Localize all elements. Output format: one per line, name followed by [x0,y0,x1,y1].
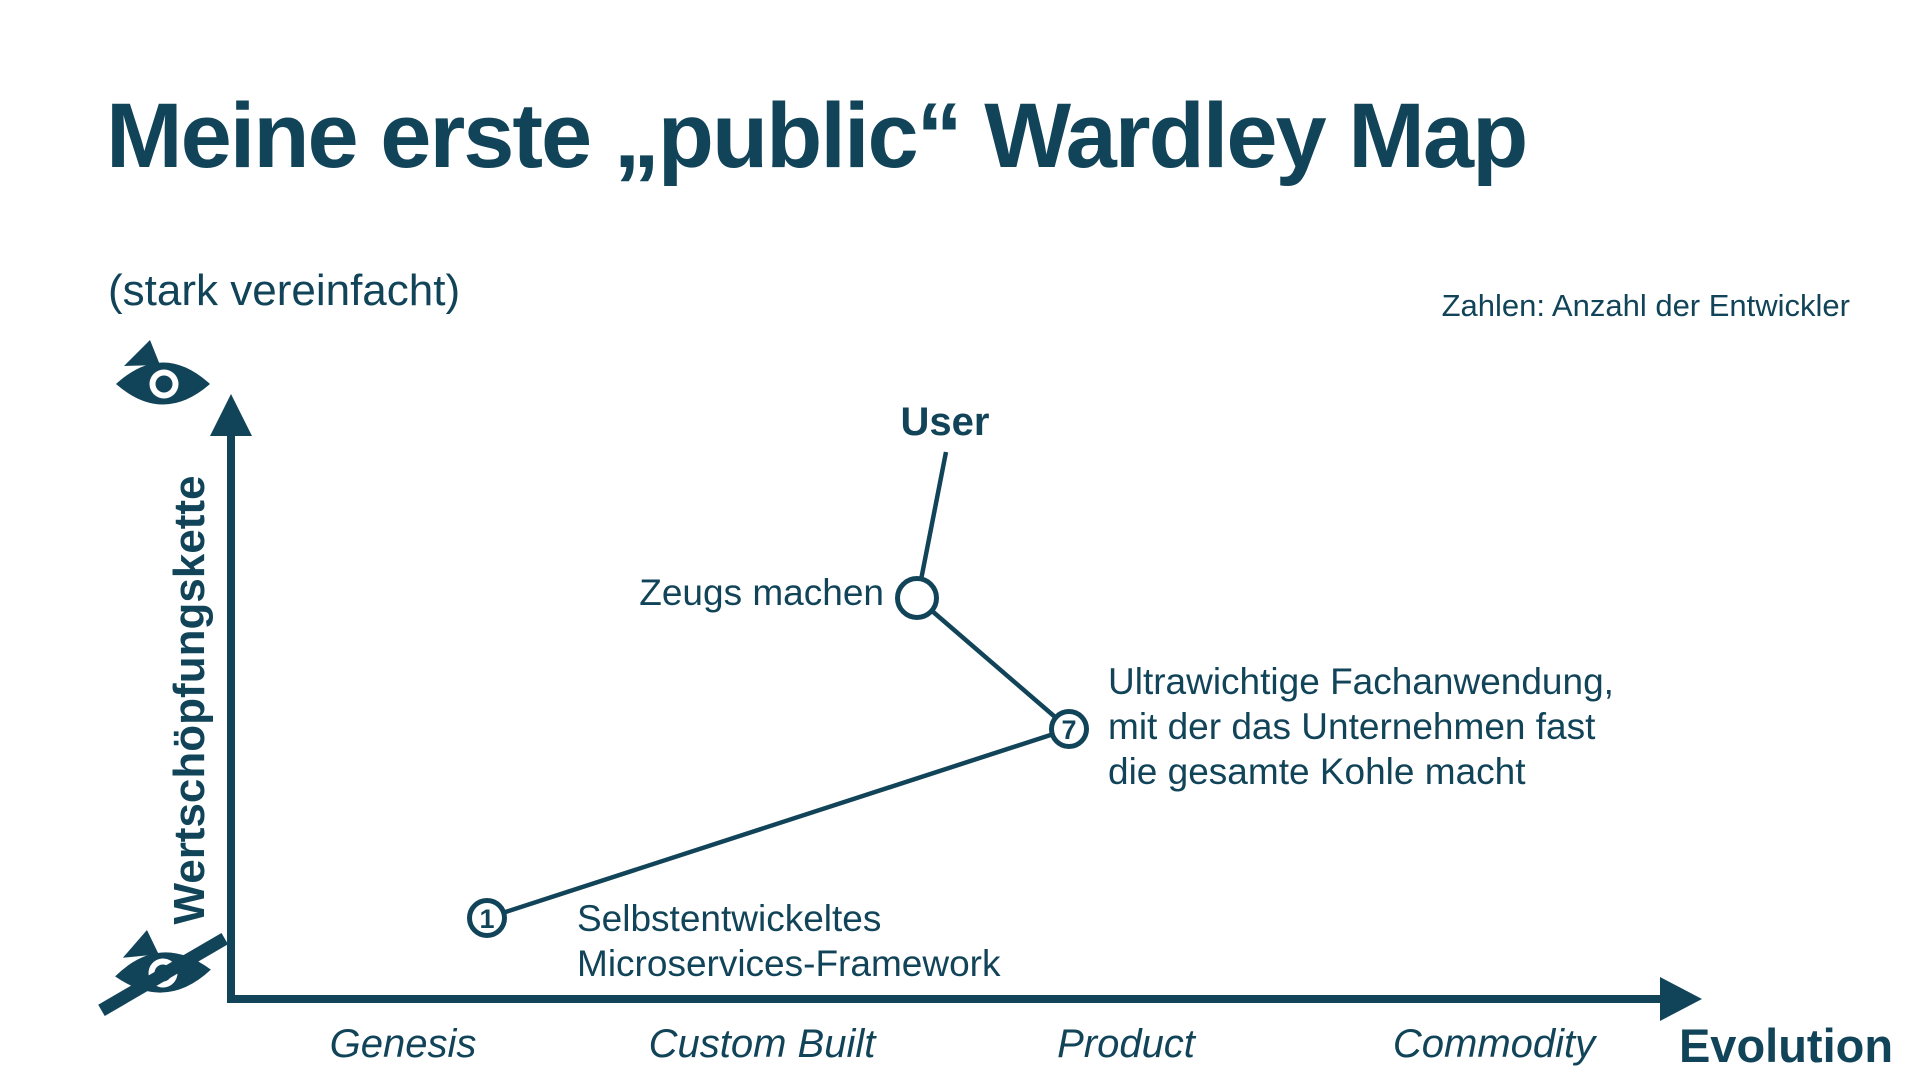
label-line: Microservices-Framework [577,943,1001,984]
legend-note: Zahlen: Anzahl der Entwickler [1441,288,1850,323]
x-stage-genesis: Genesis [329,1022,477,1066]
node-microservices-framework: 1 [467,898,507,938]
visible-eye-icon [116,340,210,405]
subtitle: (stark vereinfacht) [108,266,461,315]
x-stage-custom-built: Custom Built [648,1022,876,1066]
edge-fachanwendung-framework [486,726,1070,921]
node-label-user: User [900,400,990,444]
edge-zeugs-fachanwendung [915,596,1071,731]
x-stage-commodity: Commodity [1392,1022,1596,1066]
page-title: Meine erste „public“ Wardley Map [106,85,1528,187]
x-axis-label: Evolution [1678,1019,1894,1072]
node-count-framework: 1 [479,904,494,934]
label-line: die gesamte Kohle macht [1108,751,1526,792]
node-label-zeugs-machen: Zeugs machen [639,572,884,613]
map-edges [486,451,1071,921]
edge-user-zeugs [917,451,949,586]
node-label-microservices-framework: Selbstentwickeltes Microservices-Framewo… [577,896,1000,986]
hidden-eye-icon [98,930,229,1017]
x-axis [227,977,1702,1021]
node-count-fachanwendung: 7 [1061,715,1076,745]
label-line: mit der das Unternehmen fast [1108,706,1596,747]
node-fachanwendung: 7 [1049,709,1089,749]
label-line: Ultrawichtige Fachanwendung, [1108,661,1614,702]
node-label-fachanwendung: Ultrawichtige Fachanwendung, mit der das… [1108,659,1614,794]
y-axis [210,394,252,1003]
x-axis-arrowhead [1660,977,1702,1021]
y-axis-arrowhead [210,394,252,436]
node-zeugs-machen [895,576,939,620]
x-stage-product: Product [1057,1022,1195,1066]
label-line: Selbstentwickeltes [577,898,882,939]
